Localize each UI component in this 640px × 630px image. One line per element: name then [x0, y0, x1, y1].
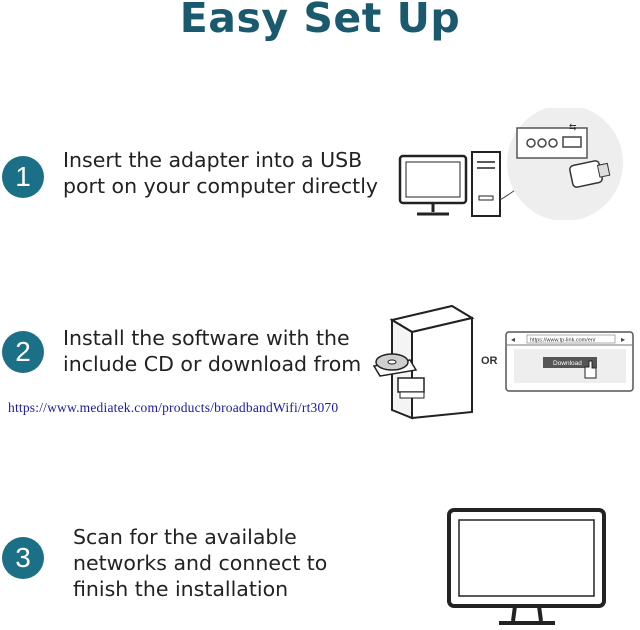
step-3-number: 3 [2, 537, 44, 579]
step-2-number: 2 [2, 331, 44, 373]
monitor-illustration [447, 508, 606, 625]
svg-text:⇆: ⇆ [569, 122, 577, 132]
svg-text:▸: ▸ [621, 335, 625, 344]
step-1-line-2: port on your computer directly [63, 174, 379, 198]
step-1-line-1: Insert the adapter into a USB [63, 148, 363, 172]
browser-address: https://www.tp-link.com/en/ [530, 338, 596, 344]
step-2-text: Install the software with the include CD… [63, 325, 361, 377]
browser-download-illustration: ◂ ▸ https://www.tp-link.com/en/ Download [505, 331, 634, 392]
step-2-line-1: Install the software with the [63, 326, 350, 350]
step-3-line-1: Scan for the available [73, 525, 297, 549]
step-3-line-2: networks and connect to [73, 551, 328, 575]
or-label: OR [481, 355, 498, 367]
cd-drive-illustration [372, 304, 475, 420]
page-title: Easy Set Up [179, 0, 461, 42]
step-3-line-3: finish the installation [73, 577, 289, 601]
usb-computer-illustration: ⇆ [398, 108, 623, 220]
step-2-line-2: include CD or download from [63, 352, 362, 376]
download-link[interactable]: https://www.mediatek.com/products/broadb… [8, 400, 339, 415]
svg-text:◂: ◂ [511, 335, 515, 344]
step-1-text: Insert the adapter into a USB port on yo… [63, 147, 378, 199]
browser-download-button: Download [553, 360, 582, 367]
step-3-text: Scan for the available networks and conn… [73, 524, 327, 602]
step-1-number: 1 [2, 156, 44, 198]
